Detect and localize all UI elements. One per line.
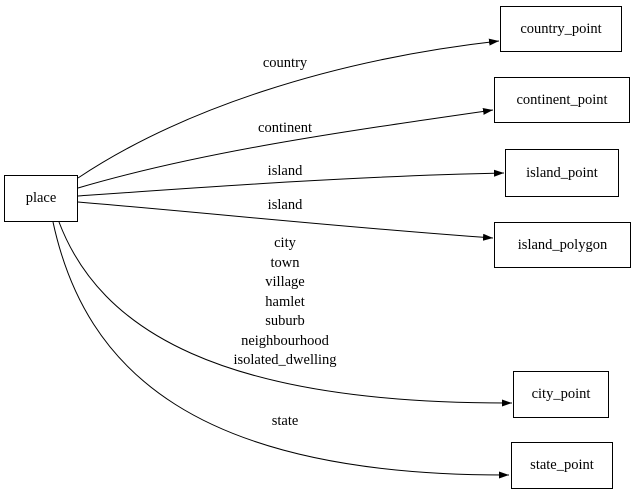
- node-continent-point[interactable]: continent_point: [494, 77, 630, 123]
- edge-place-to-island-point: [77, 169, 505, 197]
- node-island-polygon[interactable]: island_polygon: [494, 222, 631, 268]
- node-state-point[interactable]: state_point: [511, 442, 613, 489]
- node-island-point[interactable]: island_point: [505, 149, 619, 197]
- edge-place-to-continent-point: [77, 107, 494, 189]
- edge-label-city-list: city town village hamlet suburb neighbou…: [233, 235, 337, 368]
- edge-place-to-island-polygon: [77, 201, 494, 241]
- edge-label-continent: continent: [258, 120, 312, 136]
- edge-label-island-polygon: island: [267, 197, 303, 213]
- edge-label-country: country: [262, 55, 308, 71]
- edge-label-island-point: island: [267, 163, 303, 179]
- edge-label-state: state: [271, 413, 299, 429]
- node-city-point[interactable]: city_point: [513, 371, 609, 418]
- node-country-point[interactable]: country_point: [500, 6, 622, 52]
- edge-place-to-state-point: [52, 221, 510, 479]
- node-place[interactable]: place: [4, 175, 78, 222]
- edge-place-to-city-point: [58, 221, 513, 407]
- edge-place-to-country-point: [77, 38, 500, 179]
